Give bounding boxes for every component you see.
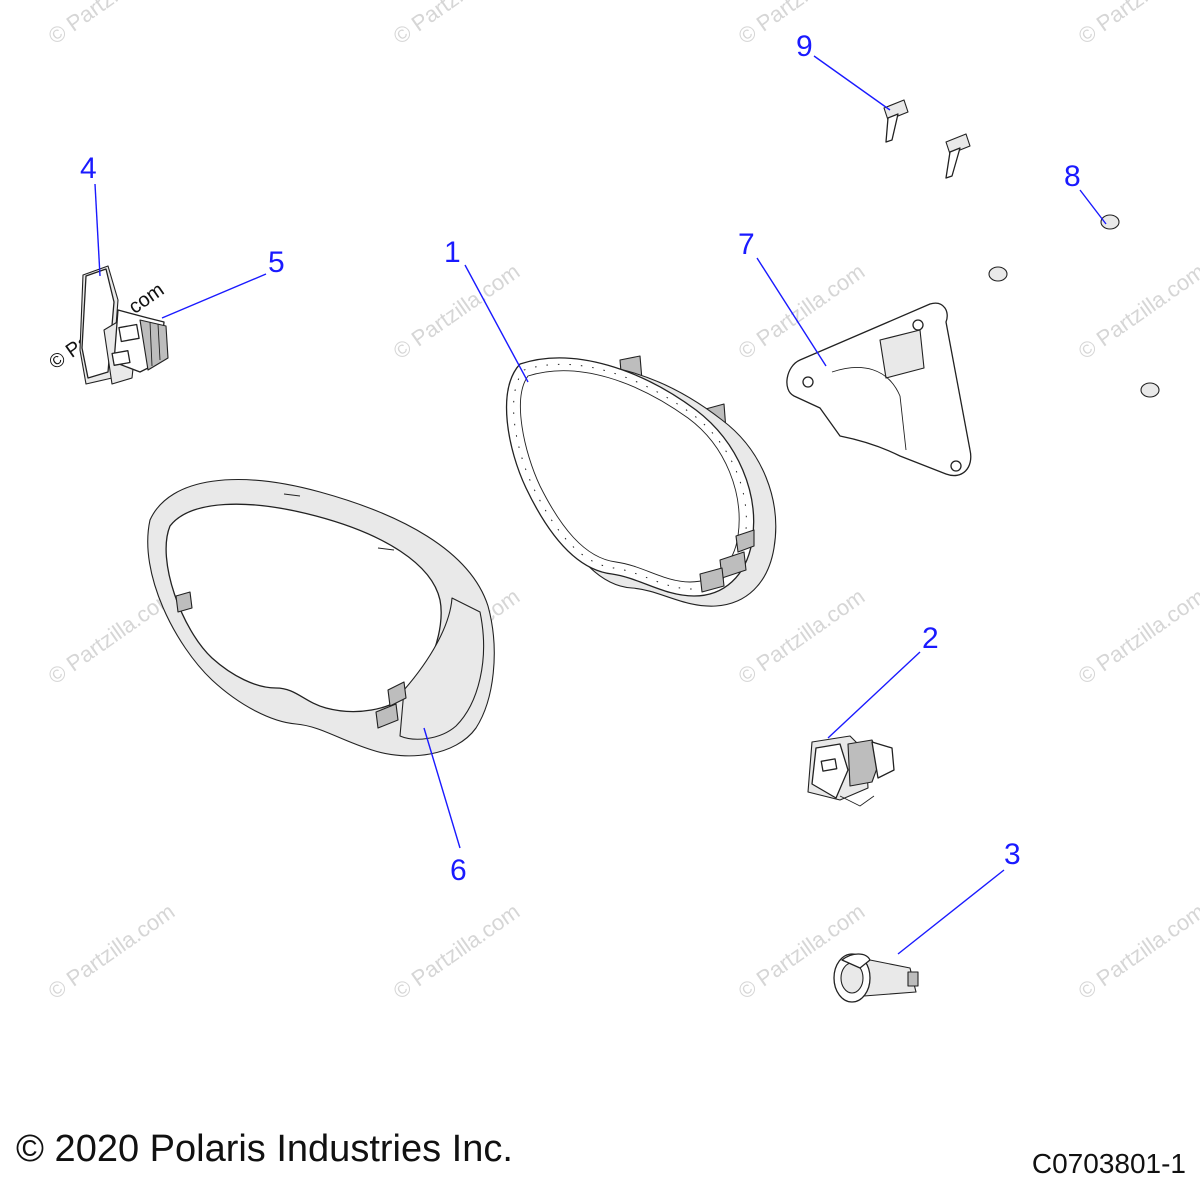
nuts xyxy=(988,214,1160,398)
watermark: © Partzilla.com xyxy=(734,584,870,690)
rocker-switches xyxy=(79,265,169,385)
callout-9: 9 xyxy=(796,30,813,63)
watermark: © Partzilla.com xyxy=(44,899,180,1005)
instrument-hood xyxy=(147,479,495,757)
leader-lines xyxy=(94,55,1107,955)
watermark: © Partzilla.com xyxy=(1074,0,1200,49)
callout-6: 6 xyxy=(450,854,467,887)
watermark: © Partzilla.com xyxy=(44,0,180,49)
copyright-notice: © 2020 Polaris Industries Inc. xyxy=(16,1128,513,1170)
ignition-switch xyxy=(807,735,895,807)
watermark: © Partzilla.com xyxy=(44,584,180,690)
watermark: © Partzilla.com xyxy=(389,0,525,49)
power-outlet xyxy=(833,953,919,1003)
watermark: © Partzilla.com xyxy=(1074,899,1200,1005)
callout-5: 5 xyxy=(268,246,285,279)
watermark: © Partzilla.com xyxy=(389,899,525,1005)
callout-4: 4 xyxy=(80,152,97,185)
watermark: © Partzilla.com xyxy=(1074,584,1200,690)
mounting-bracket xyxy=(786,302,972,477)
callout-3: 3 xyxy=(1004,838,1021,871)
callouts: 1 2 3 4 5 6 7 8 9 xyxy=(80,30,1081,887)
figure-id: C0703801-1 xyxy=(1031,1148,1186,1179)
callout-1: 1 xyxy=(444,236,461,269)
callout-8: 8 xyxy=(1064,160,1081,193)
bolts xyxy=(883,99,971,179)
callout-7: 7 xyxy=(738,228,755,261)
instrument-cluster xyxy=(505,355,777,607)
callout-2: 2 xyxy=(922,622,939,655)
watermark: © Partzilla.com xyxy=(1074,259,1200,365)
watermark: © Partzilla.com xyxy=(389,259,525,365)
